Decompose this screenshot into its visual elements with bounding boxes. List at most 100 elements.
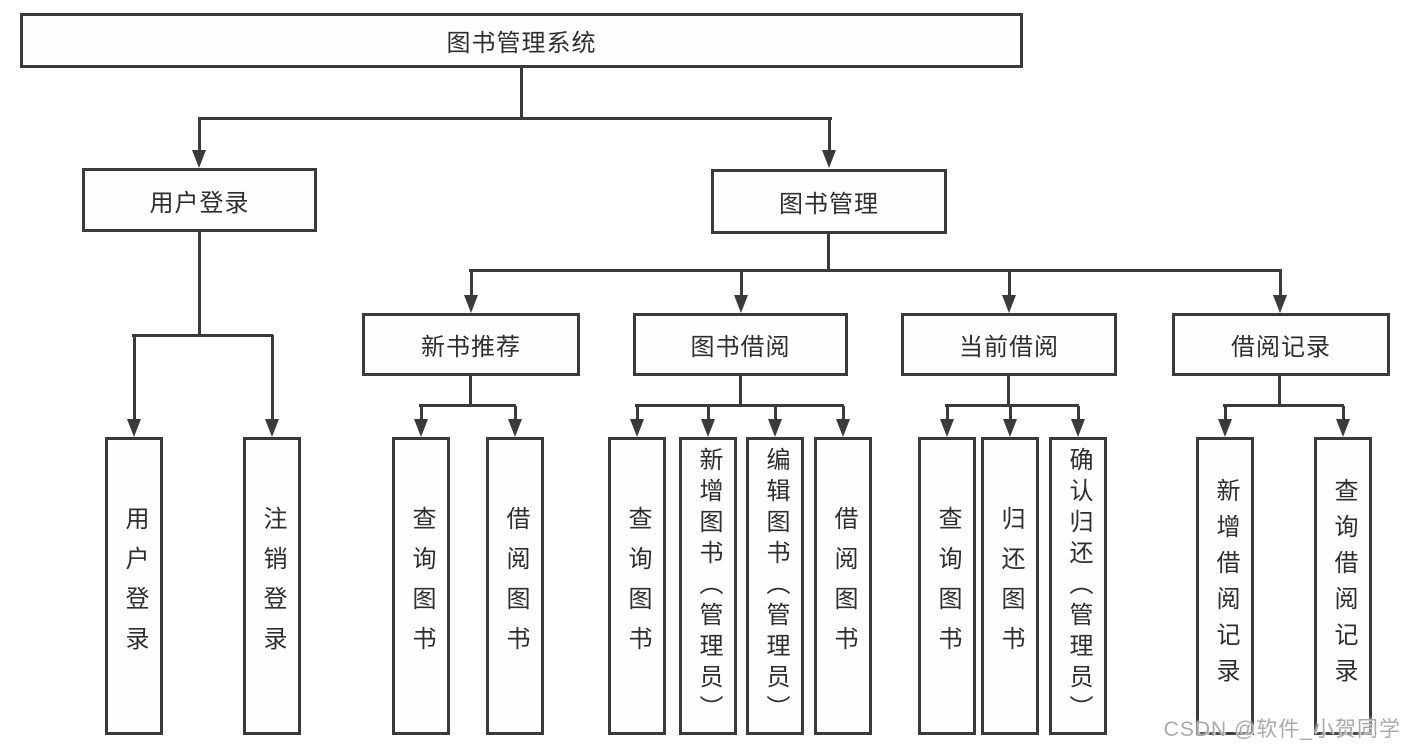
connector-bar xyxy=(419,404,516,407)
leaf-user-login: 用户登录 xyxy=(105,437,163,735)
leaf-label: 新增图书（管理员） xyxy=(695,446,722,726)
arrow-stem xyxy=(706,406,710,422)
leaf-query-borrow-record: 查询借阅记录 xyxy=(1314,437,1372,735)
connector-arrow-leaf xyxy=(508,406,522,437)
connector-bar xyxy=(945,404,1079,407)
node-label: 图书借阅 xyxy=(690,334,791,361)
leaf-return-books: 归还图书 xyxy=(981,437,1039,735)
leaf-query-books-current: 查询图书 xyxy=(918,437,976,735)
arrow-head-icon xyxy=(940,419,954,437)
connector-trunk xyxy=(1278,375,1281,406)
node-library-management-system: 图书管理系统 xyxy=(20,13,1023,68)
connector-arrow-leaf xyxy=(701,406,715,437)
connector-arrow-leaf xyxy=(265,335,279,437)
connector-arrow-leaf xyxy=(127,335,141,437)
leaf-label: 查询图书 xyxy=(624,506,651,666)
leaf-add-borrow-record: 新增借阅记录 xyxy=(1196,437,1254,735)
watermark-text: CSDN @软件_小贺同学 xyxy=(1163,718,1401,741)
connector-bar xyxy=(1223,404,1344,407)
leaf-label: 用户登录 xyxy=(121,506,148,666)
connector-arrow-level3 xyxy=(734,270,748,313)
arrow-head-icon xyxy=(1071,419,1085,437)
arrow-stem xyxy=(841,406,845,422)
connector-arrow-book-management xyxy=(822,118,836,168)
arrow-head-icon xyxy=(508,419,522,437)
connector-level3-bar xyxy=(469,269,1282,272)
arrow-head-icon xyxy=(192,150,206,168)
connector-root-trunk xyxy=(520,68,523,120)
arrow-stem xyxy=(469,270,473,298)
connector-arrow-leaf xyxy=(630,406,644,437)
arrow-head-icon xyxy=(701,419,715,437)
arrow-stem xyxy=(1008,406,1012,422)
connector-arrow-leaf xyxy=(1003,406,1017,437)
leaf-label: 借阅图书 xyxy=(502,506,529,666)
arrow-head-icon xyxy=(1218,419,1232,437)
connector-arrow-level3 xyxy=(1002,270,1016,313)
node-borrowing-records: 借阅记录 xyxy=(1172,313,1390,376)
node-new-book-recommendation: 新书推荐 xyxy=(362,313,580,376)
leaf-edit-book-admin: 编辑图书（管理员） xyxy=(746,437,804,735)
leaf-label: 归还图书 xyxy=(997,506,1024,666)
connector-user-login-bar xyxy=(132,334,273,337)
leaf-add-book-admin: 新增图书（管理员） xyxy=(679,437,737,735)
arrow-head-icon xyxy=(734,295,748,313)
arrow-stem xyxy=(270,335,274,422)
connector-arrow-leaf xyxy=(836,406,850,437)
leaf-label: 查询图书 xyxy=(408,506,435,666)
connector-arrow-leaf xyxy=(940,406,954,437)
connector-arrow-leaf xyxy=(768,406,782,437)
arrow-stem xyxy=(1076,406,1080,422)
node-label: 图书管理系统 xyxy=(446,30,597,57)
connector-arrow-level3 xyxy=(1273,270,1287,313)
node-book-management: 图书管理 xyxy=(711,169,947,234)
arrow-stem xyxy=(1278,270,1282,298)
leaf-query-books-recommend: 查询图书 xyxy=(392,437,450,735)
arrow-head-icon xyxy=(822,150,836,168)
connector-arrow-leaf xyxy=(414,406,428,437)
arrow-head-icon xyxy=(1002,295,1016,313)
arrow-stem xyxy=(1223,406,1227,422)
connector-bar xyxy=(635,404,844,407)
connector-arrow-leaf xyxy=(1218,406,1232,437)
arrow-stem xyxy=(945,406,949,422)
arrow-head-icon xyxy=(127,419,141,437)
node-label: 借阅记录 xyxy=(1231,334,1331,361)
connector-trunk xyxy=(1007,375,1010,406)
leaf-logout: 注销登录 xyxy=(243,437,301,735)
arrow-stem xyxy=(197,118,201,153)
arrow-stem xyxy=(827,118,831,153)
connector-arrow-level3 xyxy=(464,270,478,313)
arrow-stem xyxy=(1341,406,1345,422)
leaf-label: 注销登录 xyxy=(259,506,286,666)
connector-arrow-leaf xyxy=(1071,406,1085,437)
connector-user-login-trunk xyxy=(198,231,201,336)
arrow-head-icon xyxy=(414,419,428,437)
arrow-head-icon xyxy=(265,419,279,437)
leaf-borrow-books: 借阅图书 xyxy=(814,437,872,735)
node-label: 用户登录 xyxy=(149,189,250,217)
arrow-head-icon xyxy=(1336,419,1350,437)
arrow-stem xyxy=(419,406,423,422)
arrow-stem xyxy=(132,335,136,422)
arrow-head-icon xyxy=(1003,419,1017,437)
connector-level2-bar xyxy=(198,117,832,120)
arrow-head-icon xyxy=(1273,295,1287,313)
arrow-stem xyxy=(1007,270,1011,298)
connector-book-management-trunk xyxy=(827,233,830,271)
arrow-head-icon xyxy=(630,419,644,437)
connector-arrow-user-login xyxy=(192,118,206,168)
leaf-borrow-books-recommend: 借阅图书 xyxy=(486,437,544,735)
node-label: 当前借阅 xyxy=(959,334,1059,361)
arrow-stem xyxy=(635,406,639,422)
connector-trunk xyxy=(469,375,472,406)
node-current-borrowing: 当前借阅 xyxy=(901,313,1117,376)
arrow-stem xyxy=(513,406,517,422)
node-label: 图书管理 xyxy=(779,191,879,218)
leaf-label: 查询借阅记录 xyxy=(1330,478,1357,694)
node-book-borrowing: 图书借阅 xyxy=(633,313,848,376)
leaf-label: 借阅图书 xyxy=(830,506,857,666)
node-user-login: 用户登录 xyxy=(82,168,317,232)
arrow-stem xyxy=(773,406,777,422)
connector-trunk xyxy=(739,375,742,406)
